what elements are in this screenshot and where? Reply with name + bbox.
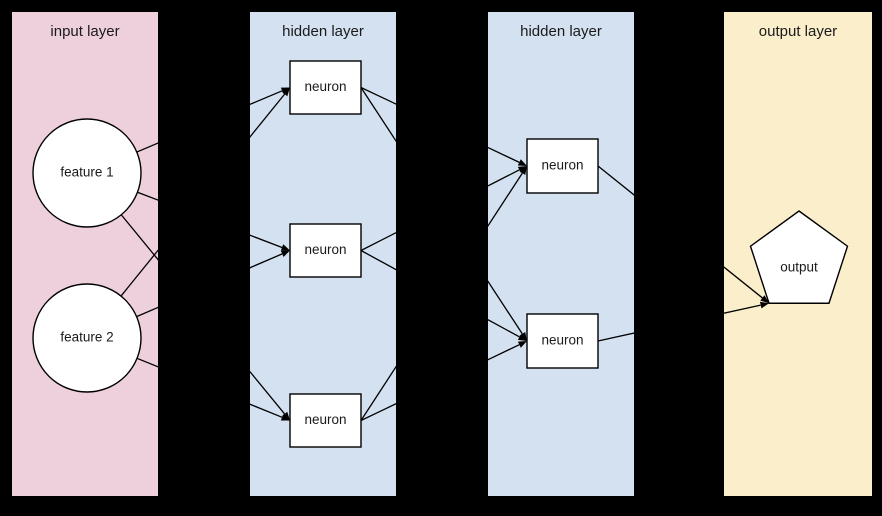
edge-input.0-to-hidden-1.1 bbox=[250, 234, 283, 249]
arrow-head-icon bbox=[759, 301, 770, 309]
edge-hidden-1.0-to-hidden-2.1 bbox=[360, 87, 396, 143]
node-label: feature 2 bbox=[60, 330, 113, 345]
node-hidden-2-0[interactable]: neuron bbox=[526, 138, 599, 194]
node-input-1[interactable]: feature 2 bbox=[32, 283, 142, 393]
edge-hidden-1.1-to-hidden-2.1 bbox=[360, 249, 396, 271]
edge-hidden-1.1-to-hidden-2.0 bbox=[360, 231, 396, 252]
node-output-0[interactable]: output bbox=[749, 210, 849, 304]
edge-input.1-to-hidden-1.0 bbox=[120, 249, 158, 297]
edge-hidden-2.0-to-output.0 bbox=[724, 266, 763, 299]
arrow-head-icon bbox=[517, 333, 527, 341]
circle-node-shape[interactable] bbox=[32, 118, 142, 228]
edge-hidden-1.2-to-hidden-2.0 bbox=[488, 172, 523, 227]
arrow-head-icon bbox=[281, 411, 290, 421]
edge-hidden-1.2-to-hidden-2.0 bbox=[360, 365, 396, 421]
edge-input.0-to-hidden-1.2 bbox=[250, 370, 286, 415]
arrow-head-icon bbox=[519, 166, 527, 175]
edge-hidden-2.1-to-output.0 bbox=[724, 304, 761, 314]
circle-node-shape[interactable] bbox=[32, 283, 142, 393]
edge-hidden-1.0-to-hidden-2.0 bbox=[360, 86, 396, 105]
node-hidden-1-2[interactable]: neuron bbox=[289, 393, 362, 448]
edge-hidden-1.0-to-hidden-2.1 bbox=[488, 280, 523, 335]
edge-input.1-to-hidden-1.1 bbox=[250, 253, 283, 269]
edge-hidden-2.1-to-output.0 bbox=[597, 332, 634, 342]
layer-title-output: output layer bbox=[759, 23, 837, 40]
edge-input.0-to-hidden-1.0 bbox=[250, 90, 283, 106]
edge-hidden-1.2-to-hidden-2.1 bbox=[360, 403, 396, 422]
pentagon-node-shape[interactable] bbox=[749, 210, 849, 304]
arrow-head-icon bbox=[280, 414, 290, 421]
edge-hidden-2.0-to-output.0 bbox=[597, 165, 634, 196]
arrow-head-icon bbox=[517, 159, 527, 166]
layer-title-hidden-1: hidden layer bbox=[282, 23, 364, 40]
layer-panel-hidden-2 bbox=[488, 12, 634, 496]
node-label: neuron bbox=[304, 412, 346, 427]
rect-node-shape[interactable] bbox=[289, 60, 362, 115]
arrow-head-icon bbox=[282, 87, 290, 97]
layer-panel-input bbox=[12, 12, 158, 496]
node-hidden-1-1[interactable]: neuron bbox=[289, 223, 362, 278]
node-label: neuron bbox=[541, 333, 583, 348]
arrow-head-icon bbox=[760, 295, 770, 304]
arrow-head-icon bbox=[280, 244, 290, 251]
node-label: feature 1 bbox=[60, 165, 113, 180]
edge-input.1-to-hidden-1.0 bbox=[250, 93, 286, 138]
node-label: neuron bbox=[304, 242, 346, 257]
node-input-0[interactable]: feature 1 bbox=[32, 118, 142, 228]
edge-hidden-1.2-to-hidden-2.1 bbox=[488, 344, 520, 361]
arrow-head-icon bbox=[517, 341, 527, 348]
node-label: neuron bbox=[304, 79, 346, 94]
layer-title-hidden-2: hidden layer bbox=[520, 23, 602, 40]
layer-title-input: input layer bbox=[50, 23, 119, 40]
edge-input.0-to-hidden-1.2 bbox=[120, 214, 158, 261]
rect-node-shape[interactable] bbox=[289, 223, 362, 278]
rect-node-shape[interactable] bbox=[526, 313, 599, 369]
edge-hidden-1.1-to-hidden-2.1 bbox=[488, 318, 520, 338]
node-hidden-1-0[interactable]: neuron bbox=[289, 60, 362, 115]
node-hidden-2-1[interactable]: neuron bbox=[526, 313, 599, 369]
edge-hidden-1.1-to-hidden-2.0 bbox=[488, 169, 520, 187]
edge-input.1-to-hidden-1.2 bbox=[250, 403, 283, 418]
layer-nodes: feature 1 feature 2 neuron neuron neuron neur… bbox=[32, 60, 849, 448]
arrow-head-icon bbox=[280, 250, 290, 257]
layer-titles: input layer hidden layer hidden layer outpu… bbox=[50, 23, 837, 40]
connection-edges bbox=[120, 86, 770, 422]
node-label: output bbox=[780, 260, 818, 275]
node-label: neuron bbox=[541, 158, 583, 173]
rect-node-shape[interactable] bbox=[289, 393, 362, 448]
edge-hidden-1.0-to-hidden-2.0 bbox=[488, 146, 520, 163]
rect-node-shape[interactable] bbox=[526, 138, 599, 194]
